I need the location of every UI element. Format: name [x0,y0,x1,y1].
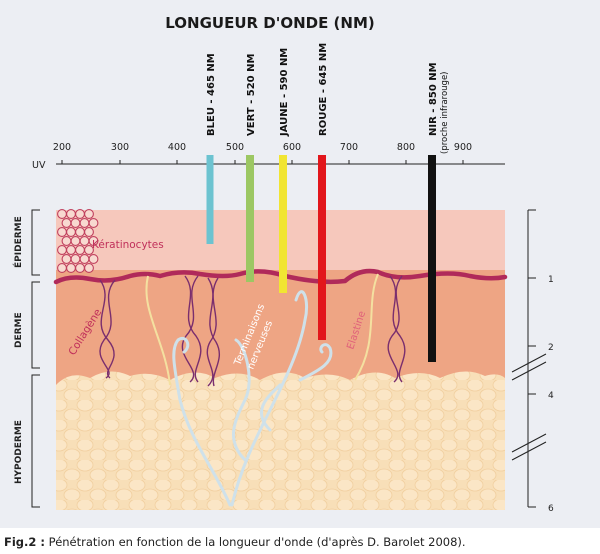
depth-6: 6 [548,504,554,514]
keratinocyte-cell [79,218,90,228]
wavelength-label: BLEU - 465 NM [206,53,217,136]
keratinocytes-cells [57,209,99,273]
wavelength-bar [246,155,254,282]
axis-tick-label: 200 [53,142,71,153]
wavelength-sublabel: (proche infrarouge) [440,72,450,155]
depth-4: 4 [548,391,554,401]
axis-tick-label: 700 [340,142,358,153]
depth-2: 2 [548,343,554,353]
keratinocyte-cell [57,263,67,273]
keratinocyte-cell [66,245,76,255]
keratinocyte-cell [66,227,76,237]
wavelength-label: VERT - 520 NM [246,54,257,136]
wavelength-bar [206,155,214,244]
figure-caption: Fig.2 : Pénétration en fonction de la lo… [4,535,466,549]
keratinocyte-cell [57,245,67,255]
collagen-fibers [99,275,406,387]
keratinocyte-cell [75,209,85,219]
hypoderme-layer [56,371,505,510]
keratinocyte-cell [75,227,85,237]
axis-tick-label: 300 [111,142,129,153]
keratinocyte-cell [61,218,72,228]
keratinocyte-cell [57,227,67,237]
keratinocyte-cell [88,236,99,246]
keratinocyte-cell [66,209,76,219]
wavelength-bars: BLEU - 465 NM VERT - 520 NM JAUNE - 590 NM… [206,43,450,362]
wavelength-bar [279,155,287,293]
keratinocytes-label: Kératinocytes [92,239,164,251]
wavelength-label: NIR - 850 NM [428,62,439,136]
axis-tick-label: 500 [226,142,244,153]
keratinocyte-cell [84,227,94,237]
keratinocyte-cell [88,254,99,264]
keratinocyte-cell [57,209,67,219]
wavelength-label: JAUNE - 590 NM [279,48,290,137]
layer-brackets [31,209,40,508]
axis-tick-label: 600 [283,142,301,153]
depth-1: 1 [548,275,554,285]
keratinocyte-cell [84,245,94,255]
elastin-fibers [145,273,379,386]
basement-membrane [53,268,508,285]
keratinocyte-cell [70,236,81,246]
keratinocyte-cell [66,263,76,273]
keratinocyte-cell [84,209,94,219]
axis-ticks: 200 300 400 500 600 700 800 900 [53,142,472,164]
keratinocyte-cell [70,218,81,228]
keratinocyte-cell [61,254,72,264]
keratinocyte-cell [70,254,81,264]
wavelength-label: ROUGE - 645 NM [318,43,329,136]
caption-prefix: Fig.2 : [4,535,46,549]
keratinocyte-cell [88,218,99,228]
keratinocyte-cell [79,254,90,264]
chart-title: LONGUEUR D'ONDE (NM) [165,14,375,32]
axis-tick-label: 800 [397,142,415,153]
depth-scale [511,209,547,508]
keratinocyte-cell [79,236,90,246]
axis-tick-label: 900 [454,142,472,153]
caption-text: Pénétration en fonction de la longueur d… [45,535,466,549]
wavelength-bar [428,155,436,362]
hypoderme-label: HYPODERME [14,420,24,484]
keratinocyte-cell [61,236,72,246]
uv-label: UV [32,160,46,171]
derme-label: DERME [14,312,24,348]
epiderme-label: ÉPIDERME [12,216,24,268]
keratinocyte-cell [75,245,85,255]
wavelength-bar [318,155,326,340]
nerve-endings [172,290,333,507]
keratinocyte-cell [75,263,85,273]
keratinocyte-cell [84,263,94,273]
axis-tick-label: 400 [168,142,186,153]
skin-diagram: UV 200 300 400 500 600 700 800 900 BLEU - 465 N… [12,43,554,514]
